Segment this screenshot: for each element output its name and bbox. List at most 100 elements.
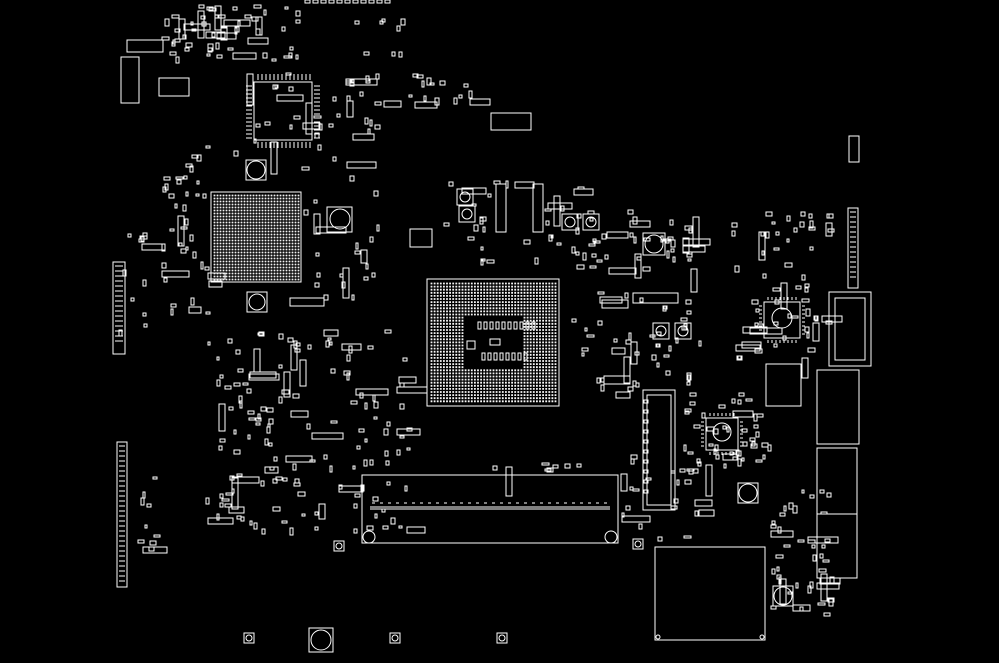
smd-pad [798, 540, 804, 542]
smd-pad [400, 404, 404, 409]
smd-pad [252, 17, 258, 21]
smd-pad [639, 524, 642, 529]
connector-outline [602, 300, 628, 308]
smd-pad [350, 82, 354, 86]
smd-pad [375, 125, 380, 129]
smd-pad [216, 43, 219, 49]
component-outline [229, 507, 244, 513]
smd-pad [233, 7, 237, 10]
smd-pad [308, 345, 311, 349]
smd-pad [245, 15, 251, 18]
connector-outline [533, 184, 543, 232]
cpu-center-cap [506, 353, 509, 360]
smd-pad [773, 288, 780, 291]
smd-pad [356, 243, 358, 249]
component-outline [162, 271, 189, 277]
smd-pad [228, 339, 232, 343]
smd-pad [577, 464, 581, 467]
smd-pad [828, 598, 834, 602]
smd-pad [667, 251, 669, 258]
inductor [645, 235, 663, 253]
smd-pad [372, 273, 375, 277]
smd-pad [652, 355, 656, 360]
smd-pad [742, 429, 747, 432]
smd-pad [808, 348, 815, 352]
smd-pad [684, 536, 691, 538]
qfn-body [764, 302, 800, 338]
smd-pad [385, 451, 388, 456]
pad-outline [773, 586, 793, 606]
module-pin [644, 490, 648, 493]
smd-pad [296, 11, 300, 16]
component-outline [284, 372, 290, 397]
smd-pad [247, 389, 251, 393]
smd-pad [643, 267, 650, 271]
edge-connector-outline [113, 262, 125, 354]
smd-pad [401, 19, 405, 25]
component-outline [397, 387, 427, 393]
smd-pad [337, 0, 342, 3]
smd-pad [732, 399, 735, 403]
mounting-hole [311, 630, 331, 650]
smd-pad [784, 545, 790, 547]
smd-pad [657, 363, 659, 367]
smd-pad [494, 181, 500, 184]
smd-pad [274, 457, 277, 461]
smd-pad [772, 521, 775, 524]
smd-pad [350, 176, 354, 181]
mounting-hole [392, 635, 398, 641]
component-outline [750, 328, 782, 334]
smd-pad [199, 5, 204, 8]
smd-pad [601, 378, 604, 382]
cpu-socket-outline [427, 279, 559, 406]
smd-pad [326, 341, 329, 347]
mounting-hole [336, 543, 342, 549]
smd-pad [170, 52, 176, 55]
smd-pad [314, 200, 317, 203]
smd-pad [279, 334, 283, 339]
gpu-inductor [330, 209, 350, 229]
smd-pad [347, 96, 350, 101]
cpu-center-cap [496, 322, 499, 329]
smd-pad [355, 251, 360, 254]
smd-pad [413, 74, 418, 77]
smd-pad [399, 526, 402, 528]
smd-pad [373, 497, 378, 501]
smd-pad [597, 378, 600, 383]
smd-pad [226, 493, 233, 495]
smd-pad [261, 481, 264, 486]
smd-pad [369, 0, 374, 3]
qfn-thermal-pad [713, 423, 731, 441]
component-outline [347, 162, 376, 168]
smd-pad [697, 459, 700, 463]
connector-outline [127, 40, 163, 52]
smd-pad [739, 393, 744, 396]
component-outline [221, 27, 227, 40]
smd-pad [553, 465, 558, 468]
smd-pad [801, 212, 805, 216]
cpu-center-pad [490, 339, 500, 345]
smd-pad [354, 529, 357, 533]
component-outline [459, 206, 475, 222]
smd-pad [282, 521, 287, 523]
smd-pad [165, 19, 169, 26]
component-outline [548, 203, 572, 209]
smd-pad [305, 0, 310, 3]
smd-pad [802, 490, 804, 493]
component-outline [343, 268, 349, 298]
smd-pad [333, 157, 336, 161]
smd-pad [601, 385, 604, 391]
smd-pad [814, 316, 817, 320]
smd-pad [283, 478, 287, 481]
smd-pad [684, 445, 686, 451]
smd-pad [382, 509, 385, 512]
pad-outline [643, 233, 665, 255]
smd-pad [802, 275, 805, 280]
smd-pad [400, 436, 404, 438]
smd-pad [805, 327, 809, 332]
smd-pad [674, 499, 678, 503]
smd-pad [375, 102, 381, 105]
smd-pad [565, 464, 570, 468]
smd-pad [254, 139, 256, 143]
smd-pad [302, 514, 305, 516]
